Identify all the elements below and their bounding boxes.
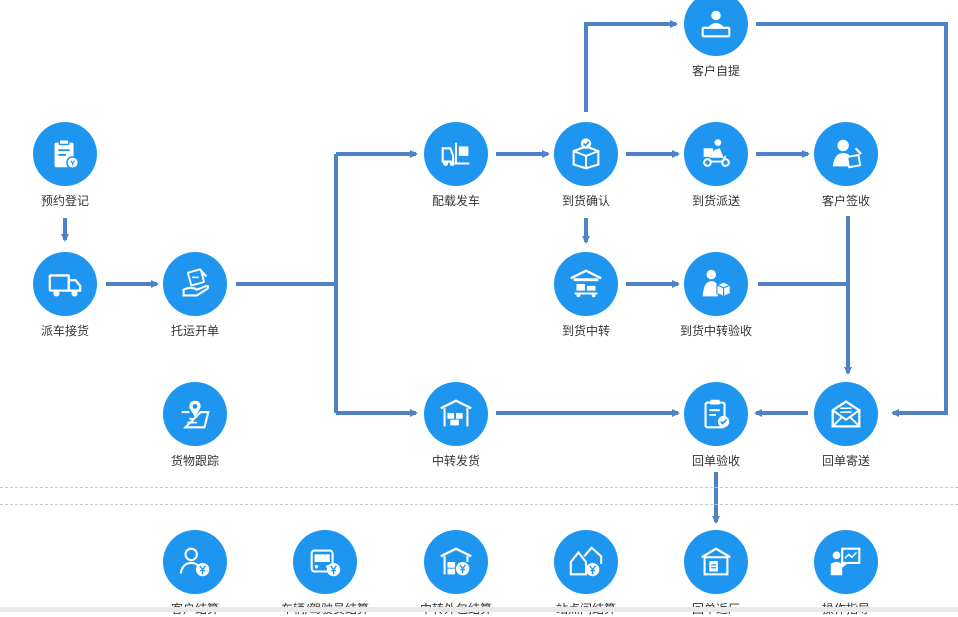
person-sign-icon xyxy=(814,122,878,186)
node-vehicle-driver-settlement[interactable]: 车辆/驾驶员结算 xyxy=(270,530,380,617)
node-receipt-return[interactable]: 回单返厂 xyxy=(661,530,771,617)
node-label: 客户自提 xyxy=(691,64,740,78)
node-operation-guide[interactable]: 操作指导 xyxy=(791,530,901,617)
node-customer-settlement[interactable]: 客户结算 xyxy=(140,530,250,617)
node-label: 到货派送 xyxy=(691,194,740,208)
warehouse-cart-icon xyxy=(554,252,618,316)
connector-arrival-to-pickup xyxy=(584,20,678,112)
node-label: 到货中转验收 xyxy=(679,324,752,338)
person-yen-icon xyxy=(163,530,227,594)
bottom-scroll-strip xyxy=(0,607,958,612)
node-label: 客户签收 xyxy=(821,194,870,208)
node-transfer-acceptance[interactable]: 到货中转验收 xyxy=(661,252,771,339)
factory-icon xyxy=(684,530,748,594)
node-label: 派车接货 xyxy=(40,324,89,338)
node-customer-signoff[interactable]: 客户签收 xyxy=(791,122,901,209)
node-delivery[interactable]: 到货派送 xyxy=(661,122,771,209)
houses-yen-icon xyxy=(554,530,618,594)
hand-sign-icon xyxy=(163,252,227,316)
truck-icon xyxy=(33,252,97,316)
node-station-settlement[interactable]: 站点间结算 xyxy=(531,530,641,617)
scooter-icon xyxy=(684,122,748,186)
node-transfer-shipping[interactable]: 中转发货 xyxy=(401,382,511,469)
node-receipt-acceptance[interactable]: 回单验收 xyxy=(661,382,771,469)
node-label: 到货确认 xyxy=(561,194,610,208)
node-label: 货物跟踪 xyxy=(170,454,219,468)
node-transfer-outsource-settlement[interactable]: 中转外包结算 xyxy=(401,530,511,617)
clipboard-check-icon xyxy=(684,382,748,446)
node-consignment-note[interactable]: 托运开单 xyxy=(140,252,250,339)
node-loading-departure[interactable]: 配载发车 xyxy=(401,122,511,209)
node-label: 托运开单 xyxy=(170,324,219,338)
envelope-icon xyxy=(814,382,878,446)
clipboard-icon xyxy=(33,122,97,186)
bus-yen-icon xyxy=(293,530,357,594)
box-check-icon xyxy=(554,122,618,186)
warehouse-yen-icon xyxy=(424,530,488,594)
node-label: 配载发车 xyxy=(431,194,480,208)
customer-pickup-icon xyxy=(684,0,748,56)
node-customer-pickup[interactable]: 客户自提 xyxy=(661,0,771,79)
node-cargo-tracking[interactable]: 货物跟踪 xyxy=(140,382,250,469)
node-receipt-mailing[interactable]: 回单寄送 xyxy=(791,382,901,469)
node-label: 中转发货 xyxy=(431,454,480,468)
warehouse-icon xyxy=(424,382,488,446)
node-label: 到货中转 xyxy=(561,324,610,338)
node-booking-registration[interactable]: 预约登记 xyxy=(10,122,120,209)
node-arrival-transfer[interactable]: 到货中转 xyxy=(531,252,641,339)
section-divider-bottom xyxy=(0,504,958,505)
connector-pickup-to-mailing xyxy=(756,22,948,417)
node-label: 回单验收 xyxy=(691,454,740,468)
forklift-icon xyxy=(424,122,488,186)
person-box-icon xyxy=(684,252,748,316)
node-arrival-confirm[interactable]: 到货确认 xyxy=(531,122,641,209)
node-label: 回单寄送 xyxy=(821,454,870,468)
presenter-icon xyxy=(814,530,878,594)
node-label: 预约登记 xyxy=(40,194,89,208)
map-pin-icon xyxy=(163,382,227,446)
node-dispatch-pickup[interactable]: 派车接货 xyxy=(10,252,120,339)
section-divider-top xyxy=(0,487,958,488)
